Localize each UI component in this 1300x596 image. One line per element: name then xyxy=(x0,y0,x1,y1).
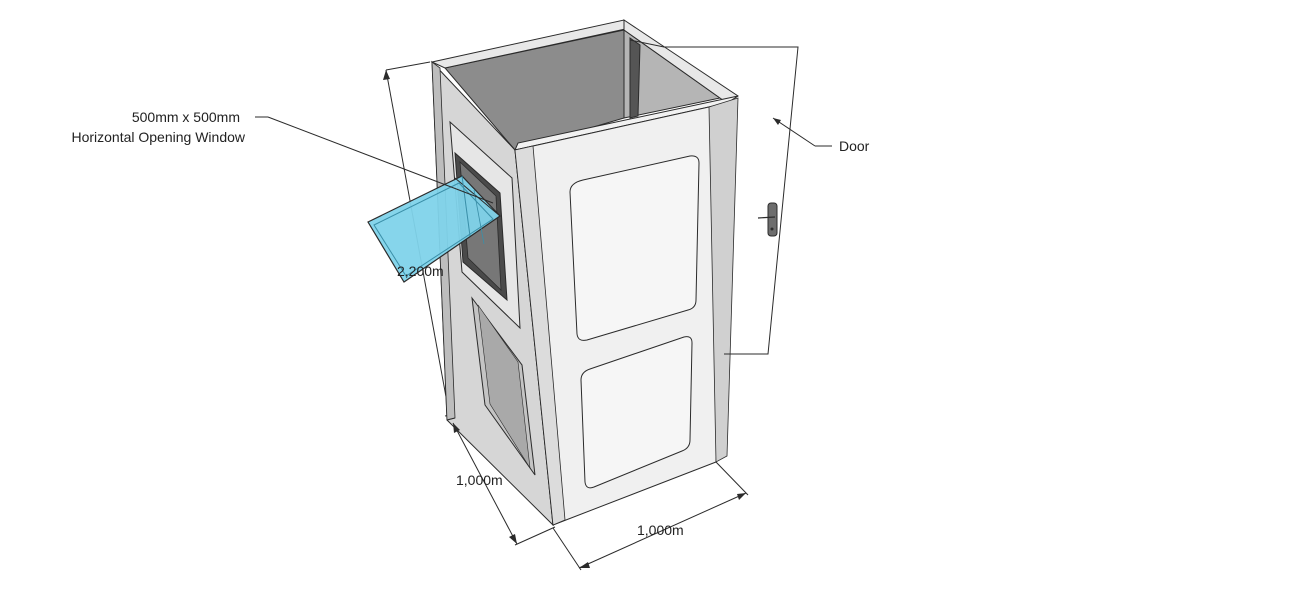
booth-front-left-edge xyxy=(514,145,566,526)
window-size-label: 500mm x 500mm xyxy=(132,109,240,125)
door xyxy=(629,39,799,355)
door-handle xyxy=(757,202,778,237)
door-leader xyxy=(772,117,832,147)
depth-label: 1,000m xyxy=(456,472,503,488)
door-frame-top xyxy=(629,37,641,119)
window-type-label: Horizontal Opening Window xyxy=(71,129,245,145)
front-upper-panel xyxy=(569,155,700,341)
door-label: Door xyxy=(839,138,870,154)
booth-front-right-edge xyxy=(708,97,739,463)
front-lower-panel xyxy=(580,336,693,489)
width-label: 1,000m xyxy=(637,522,684,538)
depth-dimension xyxy=(446,417,556,546)
left-lower-panel-inner xyxy=(477,304,531,469)
width-dimension xyxy=(552,461,749,571)
window-leader xyxy=(255,116,494,204)
height-label: 2,200m xyxy=(397,263,444,279)
